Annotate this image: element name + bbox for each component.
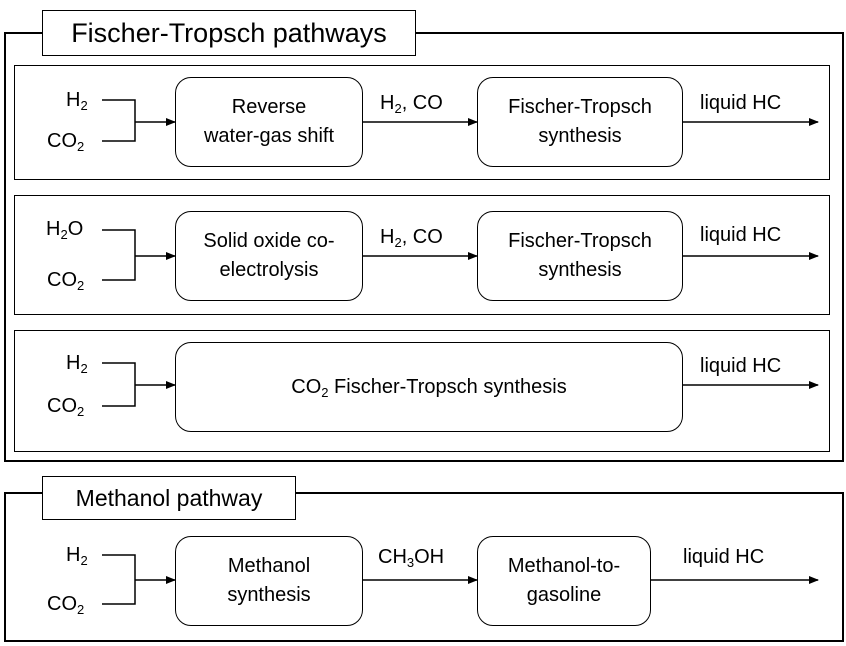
ft-section-title: Fischer-Tropsch pathways <box>42 10 416 56</box>
methanol-input-h2: H2 <box>66 544 88 568</box>
methanol-output-label: liquid HC <box>683 546 765 568</box>
row1-output-label: liquid HC <box>700 92 782 114</box>
methanol-input-co2: CO2 <box>47 593 85 617</box>
solid-oxide-co-electrolysis-box: Solid oxide co- electrolysis <box>175 211 363 301</box>
methanol-to-gasoline-box: Methanol-to- gasoline <box>477 536 651 626</box>
row2-input-h2o: H2O <box>46 218 84 242</box>
row1-intermediate-label: H2, CO <box>380 92 443 116</box>
row3-input-bracket <box>102 362 136 407</box>
row3-output-label: liquid HC <box>700 355 782 377</box>
row2-input-co2: CO2 <box>47 269 85 293</box>
fischer-tropsch-synthesis-box-1: Fischer-Tropsch synthesis <box>477 77 683 167</box>
row1-input-co2: CO2 <box>47 130 85 154</box>
row3-input-co2: CO2 <box>47 395 85 419</box>
fischer-tropsch-synthesis-box-2: Fischer-Tropsch synthesis <box>477 211 683 301</box>
row2-input-bracket <box>102 229 136 281</box>
ft-section-title-text: Fischer-Tropsch pathways <box>71 17 387 48</box>
row2-intermediate-label: H2, CO <box>380 226 443 250</box>
methanol-synthesis-box: Methanol synthesis <box>175 536 363 626</box>
row1-input-bracket <box>102 99 136 142</box>
methanol-intermediate-label: CH3OH <box>378 546 445 570</box>
methanol-section-title-text: Methanol pathway <box>75 484 263 511</box>
ft-row-2 <box>14 195 830 315</box>
row2-output-label: liquid HC <box>700 224 782 246</box>
methanol-input-bracket <box>102 554 136 605</box>
row1-input-h2: H2 <box>66 89 88 113</box>
row3-input-h2: H2 <box>66 352 88 376</box>
methanol-section-title: Methanol pathway <box>42 476 296 520</box>
reverse-water-gas-shift-box: Reverse water-gas shift <box>175 77 363 167</box>
co2-fischer-tropsch-synthesis-box: CO2 Fischer-Tropsch synthesis <box>175 342 683 432</box>
